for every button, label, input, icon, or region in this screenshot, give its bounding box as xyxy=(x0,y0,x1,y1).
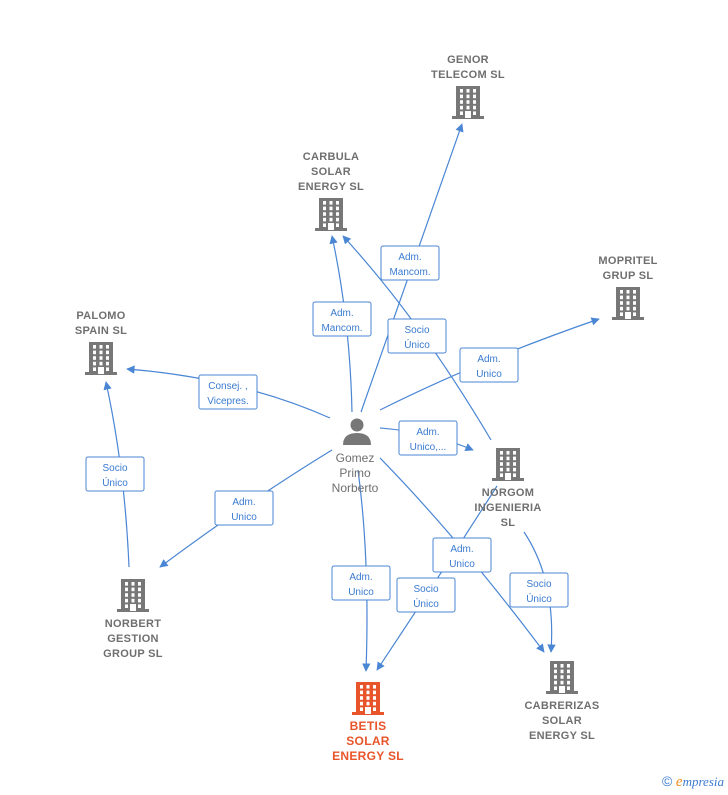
edge-label-text: Adm. xyxy=(232,497,255,508)
edge-label-text: Adm. xyxy=(450,544,473,555)
edge-label-box xyxy=(85,456,145,492)
edge-label-e2[interactable]: Adm. Mancom. xyxy=(312,301,372,337)
edge-label-text: Unico,... xyxy=(410,442,447,453)
company-name-line: SL xyxy=(501,517,516,529)
edge-label-text: Socio xyxy=(526,579,551,590)
company-name-line: MOPRITEL xyxy=(598,255,657,267)
company-node-palomo[interactable]: PALOMO SPAIN SL xyxy=(75,310,127,375)
brand-footer[interactable]: © empresia xyxy=(662,773,724,791)
brand-name: mpresia xyxy=(682,774,724,789)
edge-labels-layer: Adm.Mancom.Adm.Mancom.SocioÚnicoAdm.Unic… xyxy=(85,245,569,613)
edge-label-e1[interactable]: Adm. Mancom. xyxy=(380,245,440,281)
company-name-line: GRUP SL xyxy=(603,270,654,282)
edge-label-text: Único xyxy=(413,597,439,610)
company-name-line: SOLAR xyxy=(346,734,390,748)
edge-label-e4[interactable]: Adm. Unico xyxy=(459,347,519,383)
building-icon xyxy=(85,342,117,375)
edge-label-box xyxy=(398,420,458,456)
copyright-symbol: © xyxy=(661,773,673,789)
company-name-line: ENERGY SL xyxy=(298,181,364,193)
edge-label-text: Adm. xyxy=(416,427,439,438)
edge-label-box xyxy=(198,374,258,410)
person-name-line: Gomez xyxy=(336,451,375,465)
company-node-cabrerizas[interactable]: CABRERIZAS SOLAR ENERGY SL xyxy=(524,661,599,742)
edge-label-text: Adm. xyxy=(398,252,421,263)
company-name-line: ENERGY SL xyxy=(332,749,404,763)
building-icon xyxy=(117,579,149,612)
person-icon xyxy=(343,418,371,445)
edge-label-box xyxy=(509,572,569,608)
company-name-line: BETIS xyxy=(350,719,387,733)
edge-label-text: Adm. xyxy=(477,354,500,365)
edge-label-text: Consej. , xyxy=(208,381,247,392)
edge-label-text: Único xyxy=(404,338,430,351)
building-icon xyxy=(352,682,384,715)
company-name-line: NORGOM xyxy=(482,487,535,499)
company-node-genor[interactable]: GENOR TELECOM SL xyxy=(431,54,505,119)
person-name-line: Norberto xyxy=(332,481,379,495)
building-icon xyxy=(546,661,578,694)
building-icon xyxy=(315,198,347,231)
company-name-line: GROUP SL xyxy=(103,648,163,660)
edge-label-text: Unico xyxy=(231,512,257,523)
edge-label-text: Unico xyxy=(348,587,374,598)
edge-label-text: Unico xyxy=(449,559,475,570)
company-node-norbert[interactable]: NORBERT GESTION GROUP SL xyxy=(103,579,163,660)
edge-label-box xyxy=(459,347,519,383)
edge-label-box xyxy=(380,245,440,281)
edge-label-e5[interactable]: Consej. , Vicepres. xyxy=(198,374,258,410)
company-name-line: SPAIN SL xyxy=(75,325,127,337)
edge-label-text: Adm. xyxy=(330,308,353,319)
edge-label-box xyxy=(387,318,447,354)
edge-label-text: Socio xyxy=(404,325,429,336)
edge-label-box xyxy=(331,565,391,601)
company-name-line: CABRERIZAS xyxy=(524,700,599,712)
edge-label-box xyxy=(214,490,274,526)
company-name-line: PALOMO xyxy=(76,310,125,322)
building-icon xyxy=(612,287,644,320)
brand-initial: e xyxy=(675,774,683,790)
edge-label-box xyxy=(396,577,456,613)
company-name-line: SOLAR xyxy=(542,715,582,727)
company-name-line: GENOR xyxy=(447,54,489,66)
edge-label-text: Socio xyxy=(102,463,127,474)
edge-label-text: Mancom. xyxy=(321,323,362,334)
edge-label-e11[interactable]: Adm. Unico xyxy=(432,537,492,573)
edge-label-text: Único xyxy=(526,592,552,605)
edge-label-text: Vicepres. xyxy=(207,396,249,407)
company-node-mopritel[interactable]: MOPRITEL GRUP SL xyxy=(598,255,657,320)
company-name-line: CARBULA xyxy=(303,151,359,163)
building-icon xyxy=(452,86,484,119)
company-name-line: ENERGY SL xyxy=(529,730,595,742)
company-node-norgom[interactable]: NORGOM INGENIERIA SL xyxy=(474,448,541,529)
edge-label-text: Mancom. xyxy=(389,267,430,278)
edge-label-text: Adm. xyxy=(349,572,372,583)
company-name-line: NORBERT xyxy=(105,618,162,630)
company-name-line: SOLAR xyxy=(311,166,351,178)
building-icon xyxy=(492,448,524,481)
edge-label-text: Unico xyxy=(476,369,502,380)
edge-label-e6[interactable]: Adm. Unico,... xyxy=(398,420,458,456)
edge-label-box xyxy=(432,537,492,573)
company-name-line: INGENIERIA xyxy=(474,502,541,514)
edge-label-e7[interactable]: Adm. Unico xyxy=(214,490,274,526)
company-name-line: GESTION xyxy=(107,633,159,645)
edge-label-text: Socio xyxy=(413,584,438,595)
edge-gomez-to-genor xyxy=(360,123,464,413)
edge-label-box xyxy=(312,301,372,337)
company-node-carbula[interactable]: CARBULA SOLAR ENERGY SL xyxy=(298,151,364,231)
edge-label-e9[interactable]: Adm. Unico xyxy=(331,565,391,601)
edge-gomez-to-betis xyxy=(357,469,371,672)
edge-label-text: Único xyxy=(102,476,128,489)
person-name-line: Primo xyxy=(339,466,371,480)
company-name-line: TELECOM SL xyxy=(431,69,505,81)
